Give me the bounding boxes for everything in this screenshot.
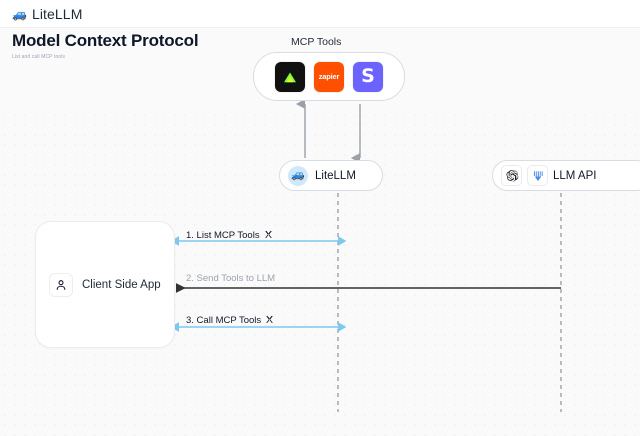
- node-llm-api-label: LLM API: [553, 169, 597, 182]
- zapier-label: zapier: [318, 72, 340, 81]
- edge-label-3: 3. Call MCP Tools: [186, 315, 274, 326]
- page-title: Model Context Protocol: [12, 31, 199, 50]
- openai-icon: [501, 165, 522, 186]
- node-llm-api[interactable]: LLM API: [492, 160, 640, 191]
- node-litellm[interactable]: 🚙 LiteLLM: [279, 160, 383, 191]
- user-glyph: [56, 279, 66, 290]
- edge-label-3-text: 3. Call MCP Tools: [186, 314, 262, 326]
- edge-label-1-text: 1. List MCP Tools: [186, 229, 260, 241]
- tools-icon: [265, 315, 274, 326]
- openai-glyph: [506, 169, 518, 182]
- mcp-tools-title: MCP Tools: [291, 36, 342, 48]
- tools-glyph: [264, 230, 272, 239]
- car-icon: 🚙: [12, 6, 27, 21]
- node-client-side-app[interactable]: Client Side App: [35, 221, 175, 348]
- user-icon: [49, 272, 73, 297]
- edge-label-2: 2. Send Tools to LLM: [186, 274, 275, 284]
- anthropic-icon: [527, 165, 548, 186]
- supabase-letter: S: [361, 65, 375, 87]
- tools-icon: [264, 230, 273, 241]
- tools-glyph: [266, 315, 273, 324]
- supabase-s-icon[interactable]: S: [353, 61, 383, 92]
- edge-label-2-text: 2. Send Tools to LLM: [186, 273, 276, 284]
- app-header: 🚙 LiteLLM: [0, 0, 640, 28]
- node-litellm-label: LiteLLM: [315, 169, 356, 182]
- zapier-icon[interactable]: zapier: [314, 61, 344, 92]
- brand-name: LiteLLM: [31, 5, 83, 22]
- triangle-glyph: [284, 72, 296, 82]
- node-client-side-app-label: Client Side App: [82, 278, 161, 291]
- mcp-tools-group[interactable]: zapier S: [253, 52, 405, 101]
- edge-label-1: 1. List MCP Tools: [186, 230, 273, 241]
- litellm-avatar-icon: 🚙: [288, 165, 308, 186]
- anthropic-glyph: [533, 170, 543, 181]
- triangle-tool-icon[interactable]: [275, 61, 305, 92]
- page-subtitle: List and call MCP tools: [12, 54, 66, 60]
